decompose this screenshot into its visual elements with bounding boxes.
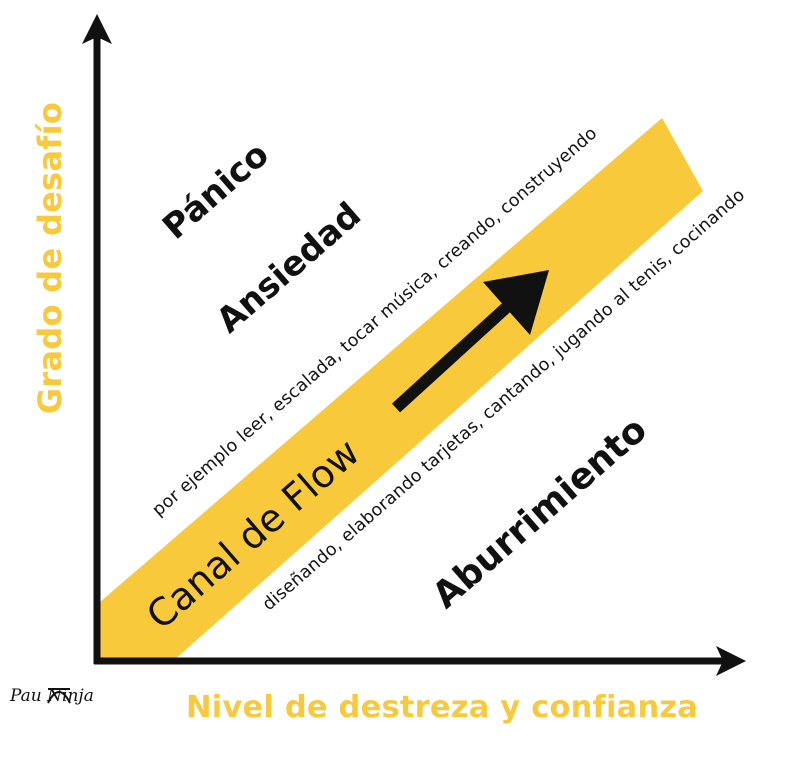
x-axis-label: Nivel de destreza y confianza <box>186 690 699 725</box>
x-axis-arrowhead <box>716 646 746 676</box>
pau-ninja-logo: Pau Ninja <box>10 686 94 706</box>
flow-arrow-shaft <box>391 290 525 413</box>
y-axis-label: Grado de desafío <box>31 101 69 415</box>
arch-ninja-logo-icon <box>47 688 71 704</box>
flow-channel-band <box>100 118 703 661</box>
y-axis-arrowhead <box>82 14 112 44</box>
flow-arrow-head <box>483 270 549 335</box>
